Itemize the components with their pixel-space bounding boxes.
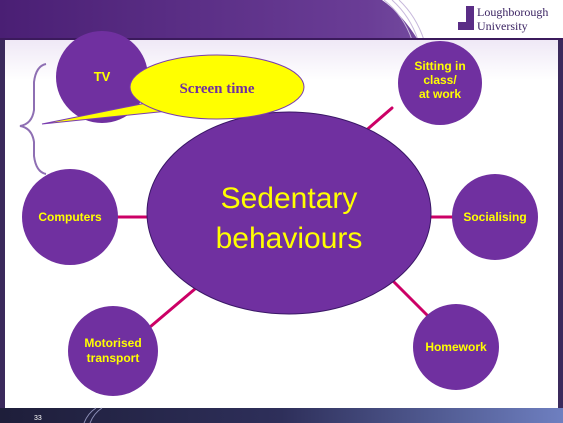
footer-band: 33 <box>0 407 563 423</box>
connector-homework <box>390 278 430 318</box>
center-label-1: Sedentary <box>221 182 358 215</box>
node-transport-label-1: Motorised <box>84 336 141 350</box>
node-sitting-label-2: class/ <box>423 73 457 87</box>
node-computers-label: Computers <box>38 210 102 224</box>
page-number: 33 <box>34 415 42 422</box>
node-tv: TV <box>56 31 148 123</box>
node-tv-label: TV <box>94 69 111 84</box>
node-sitting-label-1: Sitting in <box>414 59 465 73</box>
node-sitting: Sitting in class/ at work <box>398 41 482 125</box>
node-transport-label-2: transport <box>87 351 140 365</box>
brace-bracket <box>19 63 47 175</box>
left-border <box>0 40 5 410</box>
node-socialising: Socialising <box>452 174 538 260</box>
center-label-2: behaviours <box>216 222 363 255</box>
logo-line2: University <box>477 19 528 33</box>
center-node: Sedentary behaviours <box>146 111 432 315</box>
university-logo: Loughborough University <box>458 5 548 33</box>
node-sitting-label-3: at work <box>419 87 461 101</box>
node-homework-label: Homework <box>425 340 487 354</box>
node-homework: Homework <box>413 304 499 390</box>
right-border <box>558 40 563 410</box>
node-computers: Computers <box>22 169 118 265</box>
screen-time-callout: Screen time <box>41 54 305 125</box>
node-socialising-label: Socialising <box>463 210 526 224</box>
logo-line1: Loughborough <box>477 5 548 19</box>
node-transport: Motorised transport <box>68 306 158 396</box>
connector-transport <box>148 281 204 329</box>
callout-text: Screen time <box>179 81 254 97</box>
